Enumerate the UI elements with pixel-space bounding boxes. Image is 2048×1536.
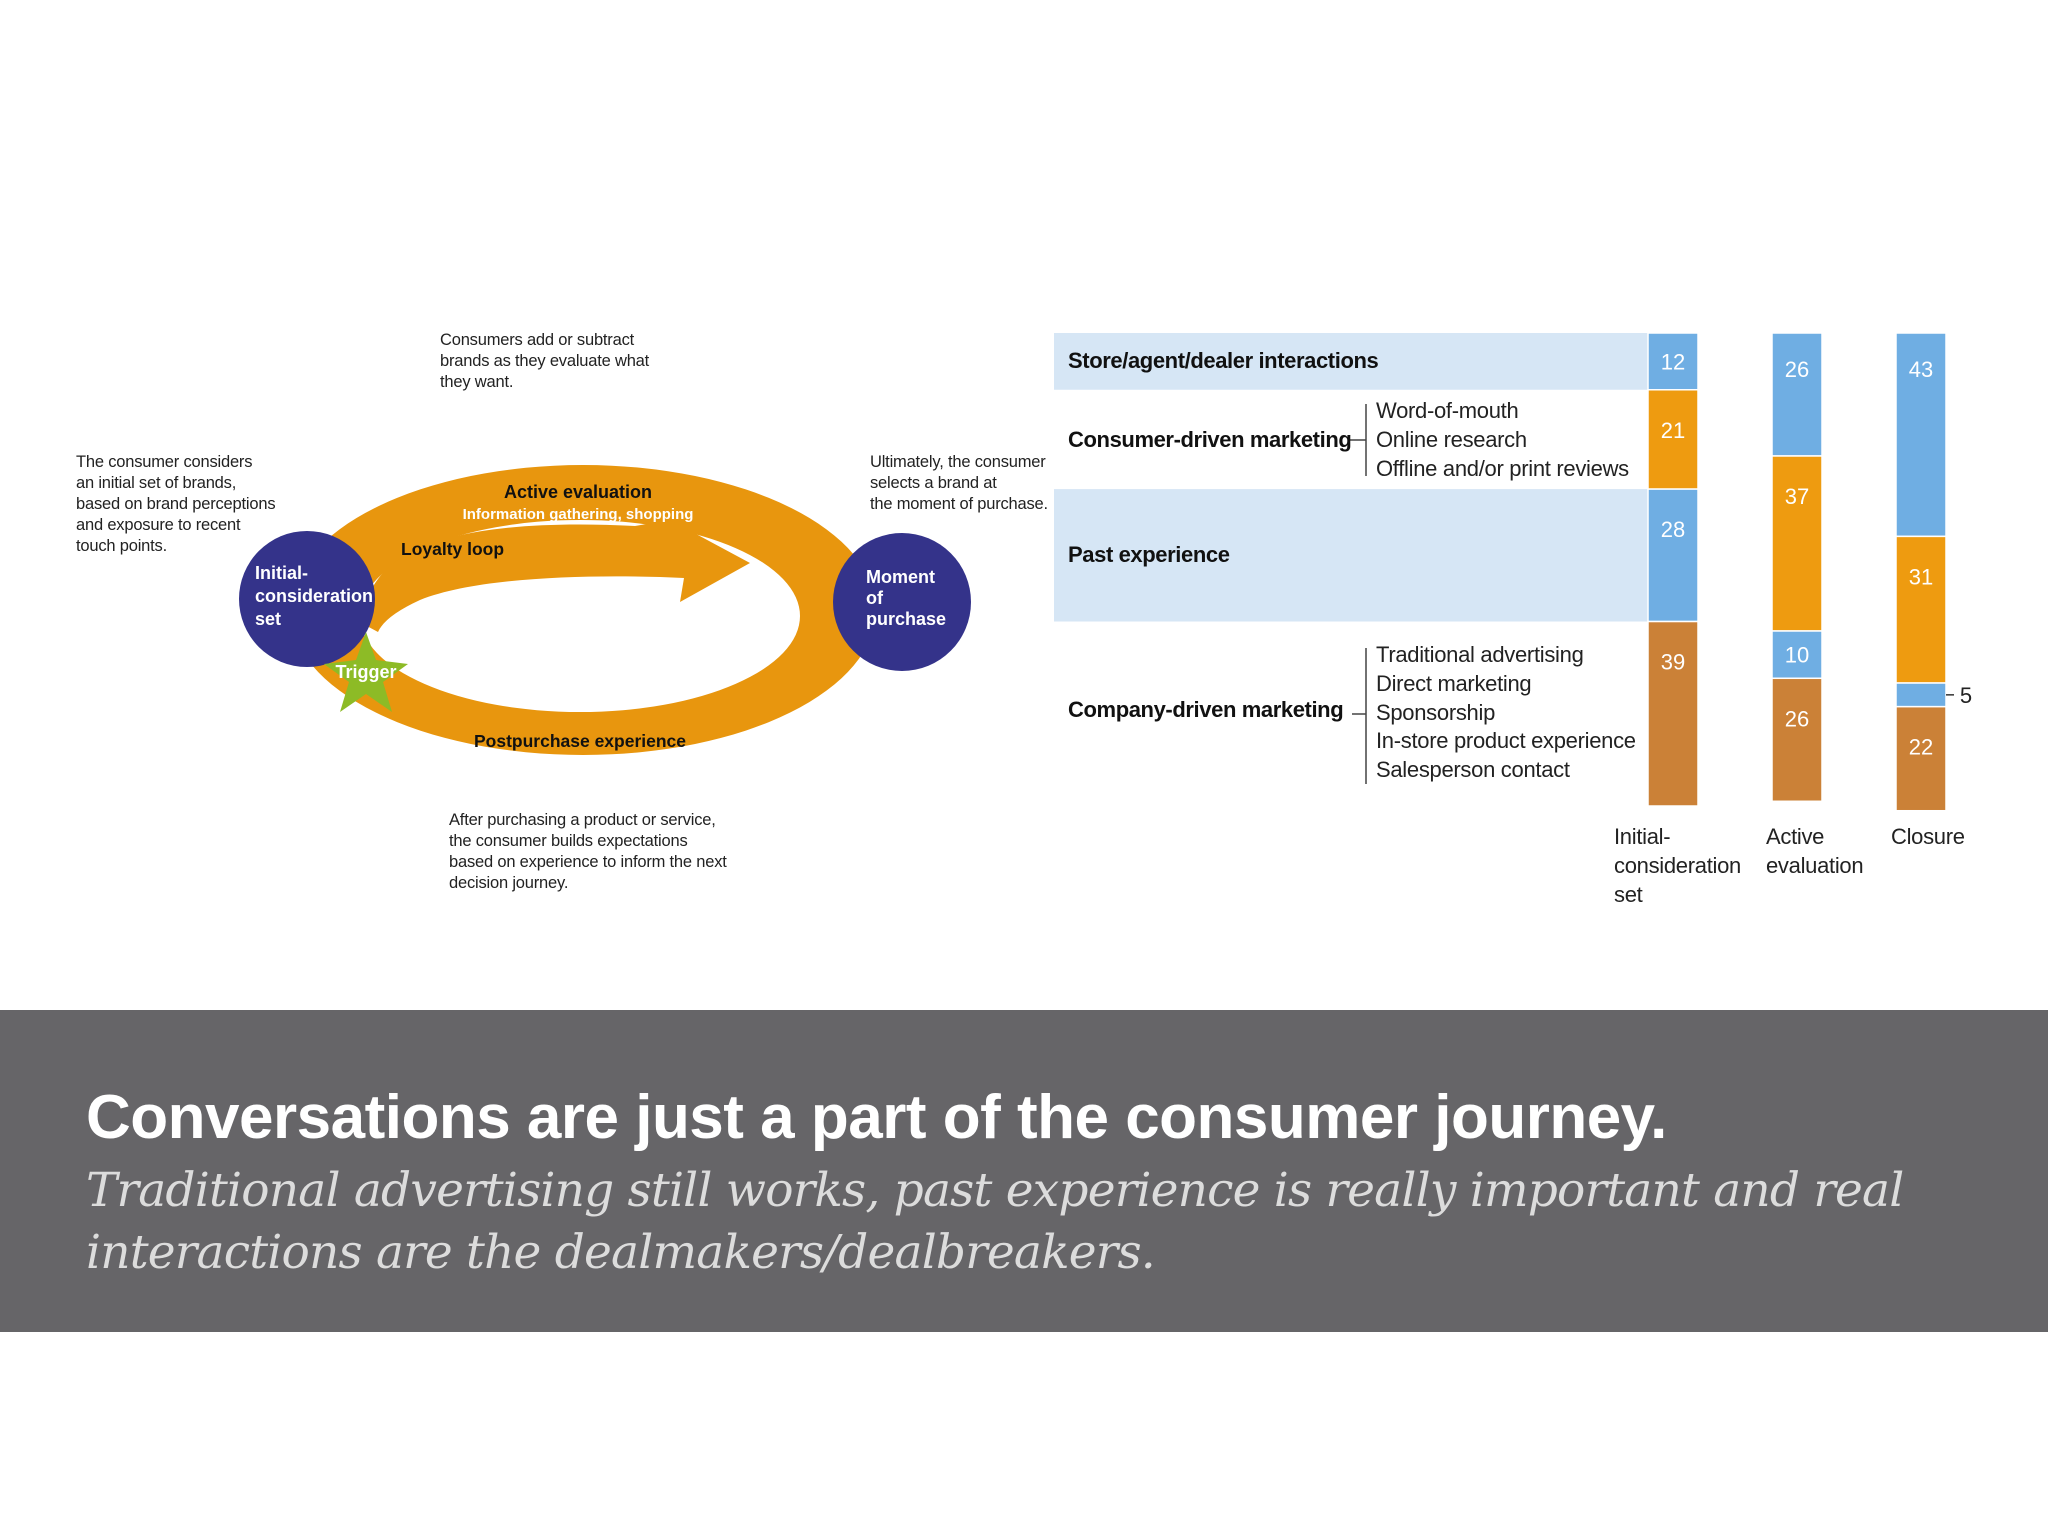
- banner-headline: Conversations are just a part of the con…: [86, 1083, 1667, 1152]
- stage-label-initial: Initial- consideration set: [1614, 824, 1741, 907]
- bar-value-label: 26: [1785, 357, 1809, 382]
- consumer-decision-journey-diagram: The consumer considers an initial set of…: [60, 320, 1060, 910]
- bar-value-label: 37: [1785, 484, 1809, 509]
- bar-segment: [1895, 705, 1947, 812]
- bar-segment: [1647, 620, 1699, 807]
- consumer-driven-items: Word-of-mouth Online research Offline an…: [1376, 397, 1629, 483]
- bar-value-label: 26: [1785, 706, 1809, 731]
- moment-of-purchase-note: Ultimately, the consumer selects a brand…: [870, 453, 1048, 513]
- loyalty-loop-label: Loyalty loop: [401, 539, 504, 559]
- legend-past-experience: Past experience: [1068, 542, 1230, 567]
- bar-segment: [1895, 332, 1947, 538]
- journey-loop-graphic: Active evaluation Information gathering,…: [239, 465, 971, 773]
- company-item: In-store product experience: [1376, 728, 1636, 754]
- chart-canvas: 12 21 28 39 26 37 10 26 43 31 5 22: [1054, 332, 1972, 812]
- consumer-item: Online research: [1376, 426, 1527, 452]
- postpurchase-subtitle: Ongoing exposure: [514, 756, 647, 773]
- postpurchase-note: After purchasing a product or service, t…: [449, 811, 727, 892]
- trigger-star-icon: [324, 632, 408, 712]
- initial-consideration-circle: [239, 531, 375, 667]
- initial-consideration-label-1: Initial-: [255, 563, 308, 583]
- touchpoint-stacked-bar-chart: 12 21 28 39 26 37 10 26 43 31 5 22 Store/agent/deal…: [1050, 328, 2010, 928]
- active-evaluation-subtitle: Information gathering, shopping: [463, 506, 694, 523]
- company-item: Sponsorship: [1376, 699, 1495, 725]
- takeaway-banner: Conversations are just a part of the con…: [0, 1010, 2048, 1332]
- category-band: [1054, 489, 1648, 622]
- bar-segment: [1895, 535, 1947, 684]
- bar-segment: [1647, 389, 1699, 490]
- bar-value-label: 5: [1960, 683, 1972, 708]
- postpurchase-title: Postpurchase experience: [474, 731, 686, 751]
- bar-value-label: 39: [1661, 650, 1685, 675]
- legend-company-driven: Company-driven marketing: [1068, 697, 1344, 722]
- category-band: [1054, 333, 1648, 390]
- consumer-item: Word-of-mouth: [1376, 398, 1519, 423]
- bar-segment: [1647, 488, 1699, 623]
- bar-value-label: 21: [1661, 418, 1685, 443]
- initial-consideration-note: The consumer considers an initial set of…: [76, 453, 276, 555]
- consumer-item: Offline and/or print reviews: [1376, 455, 1629, 481]
- moment-of-purchase-label-2: of: [866, 588, 884, 608]
- bar-segment: [1895, 682, 1947, 708]
- company-item: Salesperson contact: [1376, 757, 1570, 783]
- bar-segment: [1771, 455, 1823, 632]
- trigger-label: Trigger: [335, 662, 396, 682]
- bar-value-label: 22: [1909, 735, 1933, 760]
- legend-consumer-driven: Consumer-driven marketing: [1068, 427, 1352, 452]
- bar-value-label: 43: [1909, 357, 1933, 382]
- company-item: Traditional advertising: [1376, 642, 1584, 667]
- journey-outer-ring: [290, 465, 876, 755]
- stage-label-closure: Closure: [1891, 824, 1965, 849]
- bar-value-label: 28: [1661, 517, 1685, 542]
- bar-value-label: 12: [1661, 349, 1685, 374]
- banner-subline: Traditional advertising still works, pas…: [86, 1163, 1904, 1280]
- company-driven-items: Traditional advertising Direct marketing…: [1376, 641, 1636, 785]
- bar-segment: [1647, 332, 1699, 391]
- moment-of-purchase-label-1: Moment: [866, 567, 935, 587]
- stage-label-active: Active evaluation: [1766, 824, 1864, 878]
- initial-consideration-label-3: set: [255, 609, 281, 629]
- bar-segment: [1771, 332, 1823, 457]
- moment-of-purchase-circle: [833, 533, 971, 671]
- bar-segment: [1771, 677, 1823, 803]
- active-evaluation-title: Active evaluation: [504, 482, 652, 502]
- bar-value-label: 31: [1909, 564, 1933, 589]
- active-evaluation-note: Consumers add or subtract brands as they…: [440, 331, 650, 391]
- bar-value-label: 10: [1785, 643, 1809, 668]
- legend-store-agent-dealer: Store/agent/dealer interactions: [1068, 348, 1379, 373]
- initial-consideration-label-2: consideration: [255, 586, 373, 606]
- company-item: Direct marketing: [1376, 670, 1532, 696]
- loyalty-loop-arrow: [364, 520, 750, 632]
- moment-of-purchase-label-3: purchase: [866, 609, 946, 629]
